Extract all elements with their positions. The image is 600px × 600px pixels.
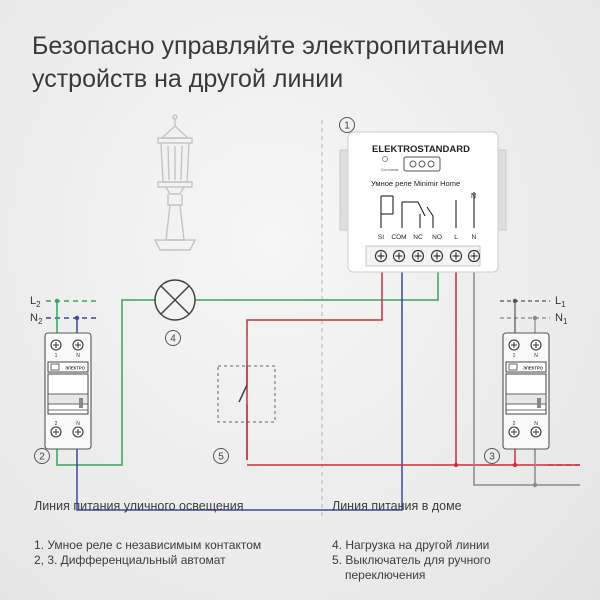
marker-circle xyxy=(213,448,229,464)
manual-switch-icon xyxy=(217,365,276,460)
test-button xyxy=(50,363,60,371)
breaker-terminal-label: 1 xyxy=(513,353,516,359)
junction-dot xyxy=(74,315,80,321)
headline: Безопасно управляйте электропитанием уст… xyxy=(32,30,592,96)
breaker-terminal-label: N xyxy=(534,421,538,427)
breaker-toggle xyxy=(505,393,547,405)
relay-terminal-label: NC xyxy=(413,234,423,241)
breaker-terminal-label: N xyxy=(534,353,538,359)
breaker-brand: ЭЛЕКТРО xyxy=(65,366,86,371)
legend-item-2: 2, 3. Дифференциальный автомат xyxy=(34,553,226,567)
test-button xyxy=(508,363,518,371)
legend-item-5: 5. Выключатель для ручного xyxy=(332,553,491,567)
marker-5: 5 xyxy=(218,452,224,463)
junction-dot xyxy=(54,298,60,304)
relay-terminal-label: NO xyxy=(432,234,442,241)
legend-column-1: 1. Умное реле с независимым контактом 2,… xyxy=(34,538,261,568)
label-l2: L2 xyxy=(30,295,41,309)
smart-relay xyxy=(339,131,507,273)
breaker-brand: ЭЛЕКТРО xyxy=(523,366,544,371)
marker-circle xyxy=(484,448,500,464)
marker-1: 1 xyxy=(344,121,350,132)
house-phase-wire xyxy=(246,272,383,460)
breaker-terminal-label: N xyxy=(76,353,80,359)
legend-item-1: 1. Умное реле с независимым контактом xyxy=(34,538,262,552)
neutral-blue-wire xyxy=(76,272,403,511)
lamp-load-icon xyxy=(154,279,196,321)
marker-4: 4 xyxy=(170,334,176,345)
label-l1: L1 xyxy=(555,295,566,309)
junction-dot xyxy=(532,482,538,488)
caption-right: Линия питания в доме xyxy=(332,499,462,513)
house-neutral-wire xyxy=(473,272,580,486)
marker-2: 2 xyxy=(39,452,45,463)
legend-column-2: 4. Нагрузка на другой линии 5. Выключате… xyxy=(332,538,491,583)
relay-terminal-label: SI xyxy=(378,234,384,241)
junction-dot xyxy=(512,298,518,304)
relay-brand: ELEKTROSTANDARD xyxy=(372,144,470,155)
street-lamp-icon xyxy=(153,114,197,251)
junction-dot xyxy=(512,462,518,468)
headline-line-1: Безопасно управляйте электропитанием xyxy=(32,32,505,60)
relay-status-label: Состояние xyxy=(381,168,399,172)
relay-model: Умное реле Minimir Home xyxy=(371,179,460,188)
marker-3: 3 xyxy=(489,452,495,463)
breaker-terminal-label: 2 xyxy=(55,421,58,427)
marker-circle xyxy=(339,117,355,133)
legend-item-5-cont: переключения xyxy=(345,568,426,582)
breaker-terminal-label: N xyxy=(76,421,80,427)
label-n1: N1 xyxy=(555,312,568,326)
lamp-phase-wire xyxy=(56,299,155,466)
breaker-terminal-label: 2 xyxy=(513,421,516,427)
relay-terminal-label: L xyxy=(454,234,458,241)
relay-terminal-label: COM xyxy=(391,234,406,241)
headline-line-2: устройств на другой линии xyxy=(32,65,344,93)
breaker-terminal-label: 1 xyxy=(55,353,58,359)
marker-circle xyxy=(165,330,181,346)
legend-item-4: 4. Нагрузка на другой линии xyxy=(332,538,490,552)
relay-top-n: N xyxy=(471,193,476,200)
relay-terminal-label: N xyxy=(472,234,477,241)
lamp-return-wire xyxy=(195,272,439,301)
marker-circle xyxy=(34,448,50,464)
breaker-toggle xyxy=(47,393,89,405)
junction-dot xyxy=(453,462,459,468)
junction-dot xyxy=(532,315,538,321)
label-n2: N2 xyxy=(30,312,43,326)
caption-left: Линия питания уличного освещения xyxy=(34,499,244,513)
